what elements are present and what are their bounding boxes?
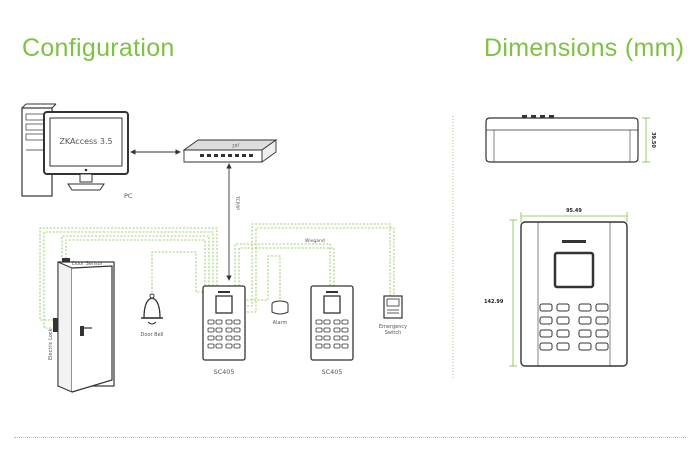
width-value: 95.49 [566, 208, 582, 214]
tcpip-label: TCP/IP [234, 195, 240, 210]
wiegand-label: Wiegand [305, 238, 325, 244]
device-2-label: SC405 [321, 368, 342, 376]
width-dimension-line [520, 212, 628, 222]
dimensions-heading: Dimensions (mm) [484, 34, 685, 62]
network-switch [182, 139, 278, 163]
depth-value: 39.50 [650, 132, 656, 148]
device-front-view [520, 221, 628, 367]
pc-label: PC [124, 192, 133, 200]
electric-lock-label: Electric Lock [48, 328, 54, 360]
emergency-label-line2: Switch [385, 330, 402, 336]
wiring-lines [39, 223, 395, 329]
emergency-switch-icon [383, 295, 403, 319]
switch-brand-label: ZKT [232, 142, 241, 148]
software-label: ZKAccess 3.5 [59, 137, 112, 146]
door [53, 258, 115, 393]
depth-dimension-line [642, 117, 650, 163]
height-dimension-line [509, 219, 517, 367]
sc405-device-2 [310, 285, 354, 361]
door-bell-icon [141, 293, 163, 325]
door-bell-label: Door Bell [141, 332, 164, 338]
configuration-heading: Configuration [22, 34, 175, 62]
emergency-label-line1: Emergency [379, 324, 407, 330]
footer-divider [14, 437, 686, 438]
sc405-device-1 [202, 285, 246, 361]
device-1-label: SC405 [213, 368, 234, 376]
pc-monitor [43, 111, 129, 191]
alarm-icon [271, 300, 289, 315]
height-value: 142.99 [484, 299, 504, 305]
alarm-label: Alarm [273, 320, 288, 326]
device-side-view [485, 115, 639, 163]
door-sensor-label: Door Sensor [72, 261, 104, 267]
